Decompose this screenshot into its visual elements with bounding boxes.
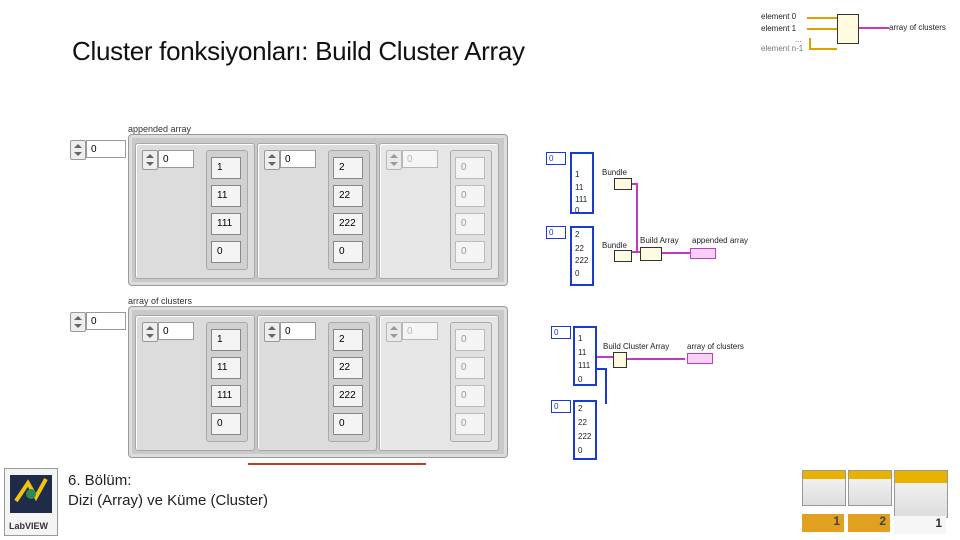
index-spin-icon[interactable] (142, 322, 158, 342)
cluster-2-empty: 0 0 0 0 0 (379, 143, 499, 279)
bundle-node-icon (614, 178, 632, 190)
cluster-cell[interactable]: 22 (333, 185, 363, 207)
cluster-cell[interactable]: 0 (455, 185, 485, 207)
build-array-label: Build Array (640, 236, 679, 245)
labview-logo: LabVIEW (4, 468, 58, 536)
bundle-node-icon (614, 250, 632, 262)
cluster-1: 0 2 22 222 0 (257, 143, 377, 279)
cluster-cell[interactable]: 0 (211, 241, 241, 263)
index-spin-icon[interactable] (70, 140, 86, 160)
cluster-cell[interactable]: 11 (211, 357, 241, 379)
index-spin-icon[interactable] (264, 322, 280, 342)
array-constant-1[interactable]: 1 11 111 0 (570, 152, 594, 215)
cluster-cell[interactable]: 0 (455, 357, 485, 379)
cluster-cell[interactable]: 11 (211, 185, 241, 207)
cluster-cell[interactable]: 0 (455, 329, 485, 351)
cluster-cell[interactable]: 1 (211, 329, 241, 351)
legend-output: array of clusters (889, 23, 946, 32)
book-thumbnail-3[interactable]: 1 (894, 470, 948, 534)
book-thumbnail-2[interactable]: 2 (848, 470, 892, 534)
index-spin-icon[interactable] (386, 150, 402, 170)
array-constant-2[interactable]: 2 22 222 0 (570, 226, 594, 286)
legend-element-0: element 0 (761, 12, 797, 21)
appended-array-terminal[interactable] (690, 248, 716, 259)
cluster-cell[interactable]: 222 (333, 385, 363, 407)
cluster-cell[interactable]: 0 (455, 413, 485, 435)
array-index-constant[interactable]: 0 (546, 152, 566, 165)
cluster-cell[interactable]: 0 (211, 413, 241, 435)
bundle-label: Bundle (602, 241, 627, 250)
bundle-label: Bundle (602, 168, 627, 177)
array-of-clusters-terminal-label: array of clusters (687, 342, 744, 351)
cluster-cell[interactable]: 0 (455, 157, 485, 179)
legend-element-1: element 1 (761, 24, 797, 33)
legend-dots: ... (795, 35, 802, 44)
index-spin-icon[interactable] (70, 312, 86, 332)
array-of-clusters-frame: 0 1 11 111 0 0 2 22 222 0 0 0 0 0 0 (128, 306, 508, 458)
cluster-cell[interactable]: 22 (333, 357, 363, 379)
array-index-constant[interactable]: 0 (546, 226, 566, 239)
cluster-1: 0 2 22 222 0 (257, 315, 377, 451)
appended-array-label: appended array (128, 124, 192, 134)
cluster-cell[interactable]: 222 (333, 213, 363, 235)
footer-accent-bar (248, 463, 426, 465)
cluster-cell[interactable]: 0 (455, 241, 485, 263)
cluster-cell[interactable]: 0 (333, 413, 363, 435)
build-cluster-array-icon (837, 14, 859, 44)
cluster-cell[interactable]: 2 (333, 329, 363, 351)
block-diagram-bottom: 0 1 11 111 0 Build Cluster Array array o… (545, 322, 775, 462)
cluster-cell[interactable]: 0 (333, 241, 363, 263)
labview-logo-icon (10, 475, 52, 513)
appended-array-terminal-label: appended array (692, 236, 749, 245)
slide-title: Cluster fonksiyonları: Build Cluster Arr… (72, 36, 525, 66)
build-cluster-array-icon (613, 352, 627, 368)
cluster-0: 0 1 11 111 0 (135, 315, 255, 451)
array-constant-2[interactable]: 2 22 222 0 (573, 400, 597, 460)
array-index-constant[interactable]: 0 (551, 400, 571, 413)
array-index-constant[interactable]: 0 (551, 326, 571, 339)
cluster-cell[interactable]: 0 (455, 385, 485, 407)
cluster-cell[interactable]: 2 (333, 157, 363, 179)
legend-element-n: element n-1 (761, 44, 804, 53)
appended-array-frame: 0 1 11 111 0 0 2 22 222 0 0 0 0 0 0 (128, 134, 508, 286)
array-of-clusters-terminal[interactable] (687, 353, 713, 364)
index-spin-icon[interactable] (264, 150, 280, 170)
build-array-icon (640, 247, 662, 261)
cluster-cell[interactable]: 111 (211, 213, 241, 235)
build-cluster-array-label: Build Cluster Array (603, 342, 670, 351)
cluster-cell[interactable]: 111 (211, 385, 241, 407)
footer-chapter: 6. Bölüm: (68, 472, 132, 489)
cluster-cell[interactable]: 0 (455, 213, 485, 235)
index-spin-icon[interactable] (386, 322, 402, 342)
block-diagram-top: 0 1 11 111 0 Bundle 0 2 22 222 0 Bundle … (540, 148, 770, 288)
cluster-2-empty: 0 0 0 0 0 (379, 315, 499, 451)
array-constant-1[interactable]: 1 11 111 0 (573, 326, 597, 386)
cluster-0: 0 1 11 111 0 (135, 143, 255, 279)
cluster-cell[interactable]: 1 (211, 157, 241, 179)
footer-subtitle: Dizi (Array) ve Küme (Cluster) (68, 492, 269, 509)
book-thumbnail-1[interactable]: 1 (802, 470, 846, 534)
logo-label: LabVIEW (9, 521, 49, 531)
build-cluster-array-legend: element 0 element 1 ... element n-1 arra… (755, 10, 955, 55)
array-of-clusters-label: array of clusters (128, 296, 193, 306)
index-spin-icon[interactable] (142, 150, 158, 170)
